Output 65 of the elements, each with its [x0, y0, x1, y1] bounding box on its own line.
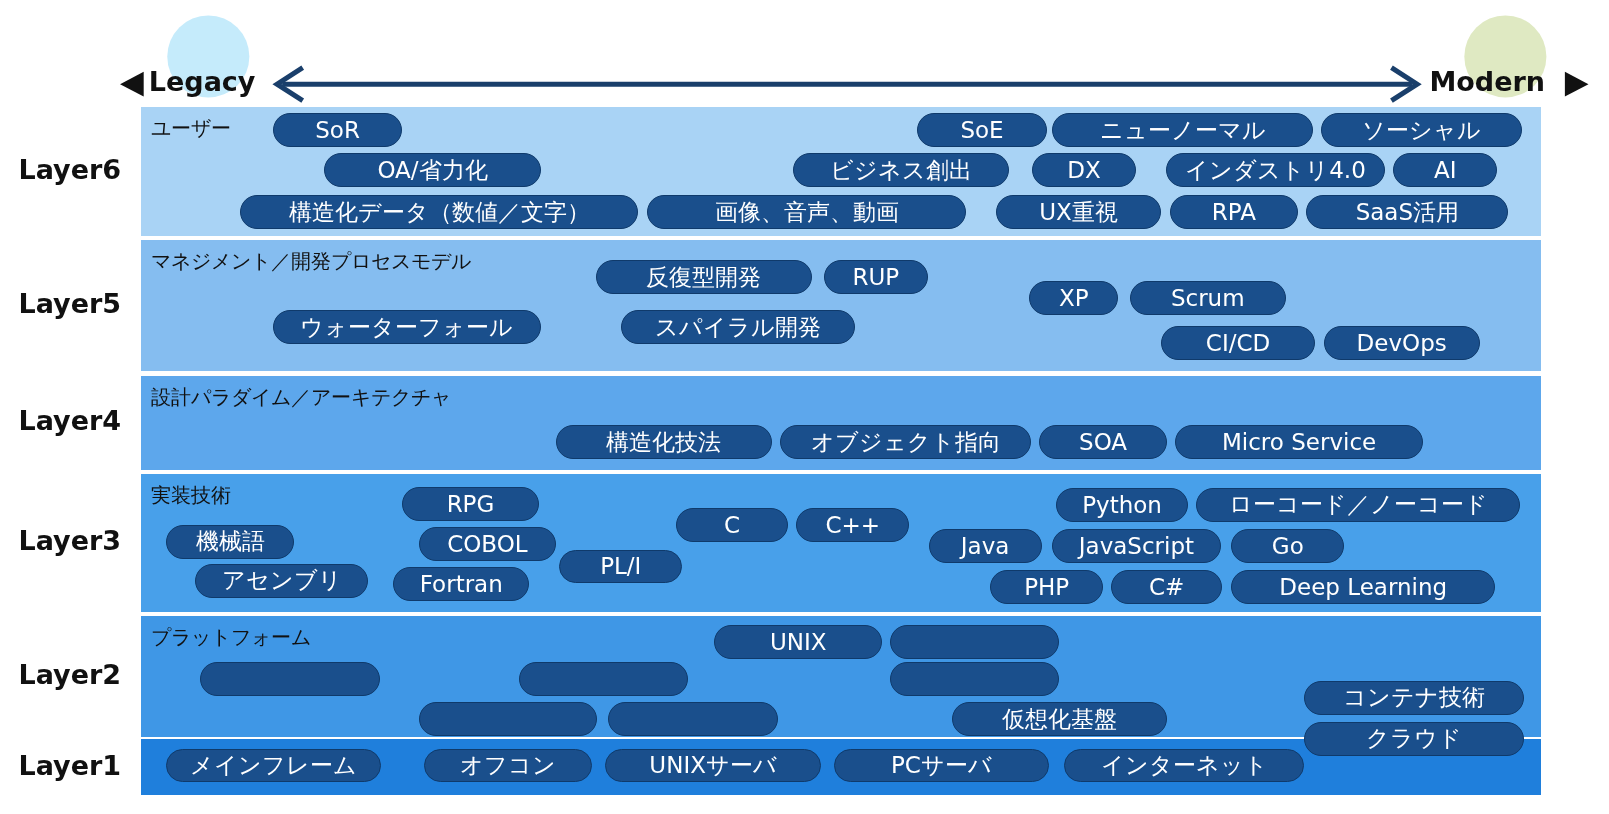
technology-pill: CI/CD — [1160, 325, 1316, 360]
blank-pill — [889, 662, 1059, 697]
technology-pill: インターネット — [1064, 748, 1305, 783]
technology-pill: JavaScript — [1051, 528, 1222, 563]
technology-pill: SaaS活用 — [1306, 195, 1509, 230]
blank-pill — [519, 662, 688, 697]
layer-label: Layer3 — [18, 525, 122, 557]
layer-label: Layer1 — [18, 749, 122, 781]
blank-pill — [200, 662, 380, 697]
technology-pill: ウォーターフォール — [272, 310, 541, 345]
technology-pill: Scrum — [1129, 280, 1286, 315]
technology-pill: C — [676, 508, 789, 543]
technology-pill: 構造化データ（数値／文字） — [240, 195, 639, 230]
technology-pill: UX重視 — [996, 195, 1161, 230]
technology-pill: RPA — [1169, 195, 1299, 230]
technology-pill: インダストリ4.0 — [1165, 153, 1386, 188]
technology-pill: RPG — [402, 486, 539, 521]
technology-pill: ローコード／ノーコード — [1196, 487, 1520, 522]
blank-pill — [418, 702, 598, 737]
technology-pill: DevOps — [1323, 325, 1480, 360]
axis-label: Modern — [1429, 65, 1545, 97]
technology-pill: メインフレーム — [166, 748, 381, 783]
technology-pill: OA/省力化 — [324, 153, 541, 188]
layer-heading: ユーザー — [150, 114, 231, 142]
technology-pill: Fortran — [393, 566, 530, 601]
layer-label: Layer4 — [18, 405, 122, 437]
blank-pill — [889, 625, 1059, 660]
layer-heading: プラットフォーム — [150, 623, 311, 651]
technology-pill: アセンブリ — [194, 563, 369, 598]
technology-pill: ビジネス創出 — [793, 153, 1009, 188]
technology-pill: 構造化技法 — [556, 425, 772, 460]
axis-label: Legacy — [148, 65, 256, 97]
layer-label: Layer5 — [18, 288, 122, 320]
blank-pill — [608, 702, 778, 737]
layer-heading: マネジメント／開発プロセスモデル — [150, 248, 471, 276]
technology-pill: AI — [1393, 153, 1498, 188]
technology-pill: PCサーバ — [834, 748, 1049, 783]
technology-pill: C++ — [796, 508, 910, 543]
technology-pill: ソーシャル — [1320, 113, 1522, 148]
technology-pill: Micro Service — [1174, 425, 1424, 460]
technology-pill: 画像、音声、動画 — [647, 195, 966, 230]
technology-pill: オブジェクト指向 — [779, 425, 1032, 460]
technology-pill: COBOL — [418, 526, 557, 561]
technology-pill: クラウド — [1304, 721, 1524, 756]
layer-heading: 実装技術 — [150, 482, 231, 510]
technology-pill: スパイラル開発 — [620, 310, 855, 345]
technology-pill: ニューノーマル — [1051, 113, 1314, 148]
technology-pill: Deep Learning — [1231, 570, 1496, 604]
layer-heading: 設計パラダイム／アーキテクチャ — [150, 383, 451, 411]
technology-pill: C# — [1111, 570, 1223, 604]
technology-pill: DX — [1032, 153, 1136, 188]
technology-pill: SoE — [917, 113, 1047, 148]
technology-pill: 反復型開発 — [596, 260, 812, 294]
technology-pill: コンテナ技術 — [1304, 680, 1524, 715]
layer-label: Layer2 — [18, 658, 122, 690]
layer-label: Layer6 — [18, 153, 122, 185]
technology-pill: SOA — [1039, 425, 1167, 460]
technology-pill: SoR — [272, 113, 403, 148]
technology-pill: PHP — [990, 570, 1104, 604]
technology-pill: 機械語 — [166, 524, 295, 559]
technology-pill: RUP — [824, 260, 928, 294]
technology-pill: オフコン — [423, 748, 593, 783]
technology-pill: UNIXサーバ — [605, 748, 821, 783]
technology-pill: UNIX — [714, 625, 883, 660]
technology-pill: 仮想化基盤 — [952, 702, 1167, 737]
